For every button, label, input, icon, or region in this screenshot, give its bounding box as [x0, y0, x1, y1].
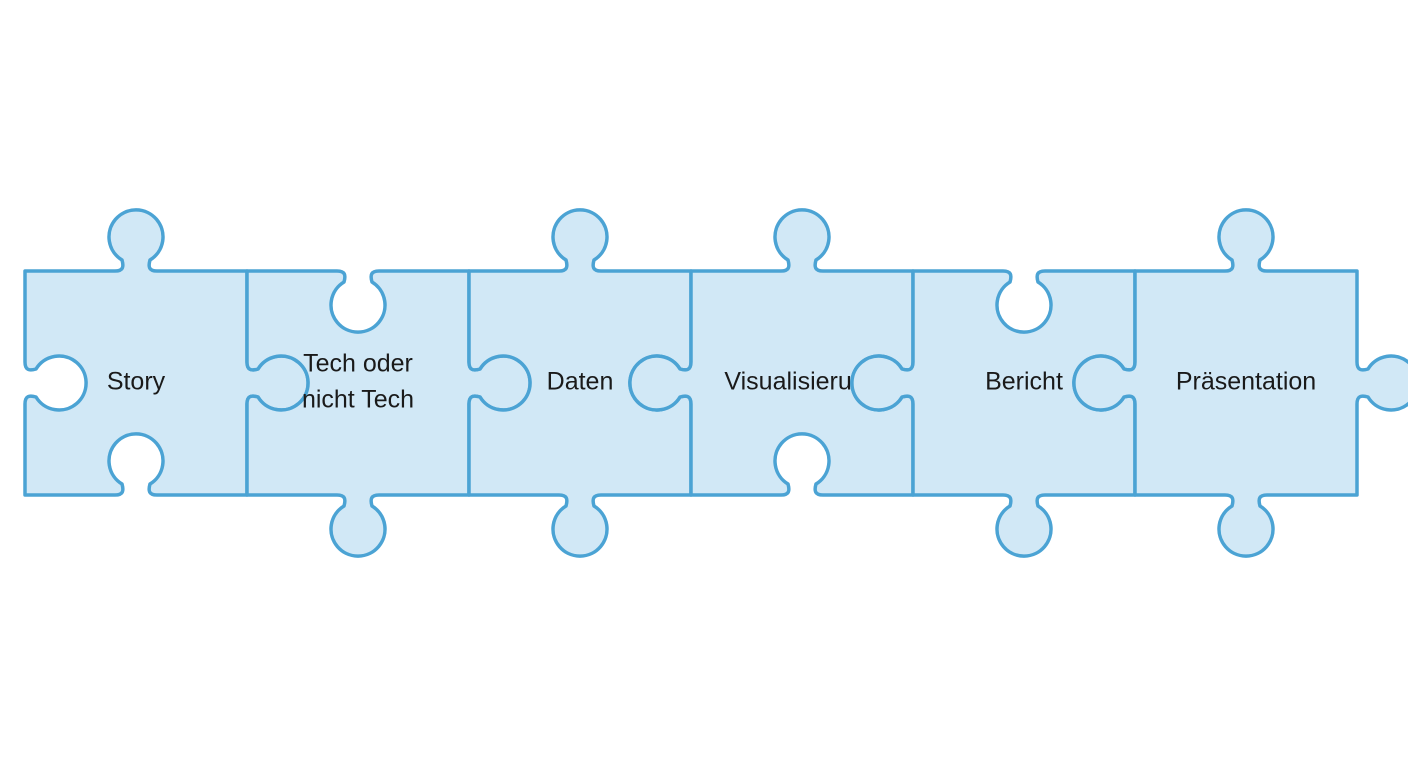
puzzle-piece-label: Bericht	[985, 368, 1063, 396]
puzzle-piece-bericht: Bericht	[850, 269, 1137, 558]
puzzle-piece-visualisierung: Visualisierung	[628, 208, 915, 497]
puzzle-piece-tech: Tech oder nicht Tech	[245, 269, 532, 558]
puzzle-piece-shape	[1072, 208, 1408, 558]
puzzle-piece-label: Story	[107, 368, 166, 396]
puzzle-piece-praesentation: Präsentation	[1072, 208, 1408, 558]
puzzle-piece-label: Präsentation	[1176, 368, 1316, 396]
puzzle-piece-label: nicht Tech	[302, 386, 414, 414]
puzzle-piece-label: Tech oder	[303, 350, 413, 378]
puzzle-piece-label: Daten	[547, 368, 614, 396]
